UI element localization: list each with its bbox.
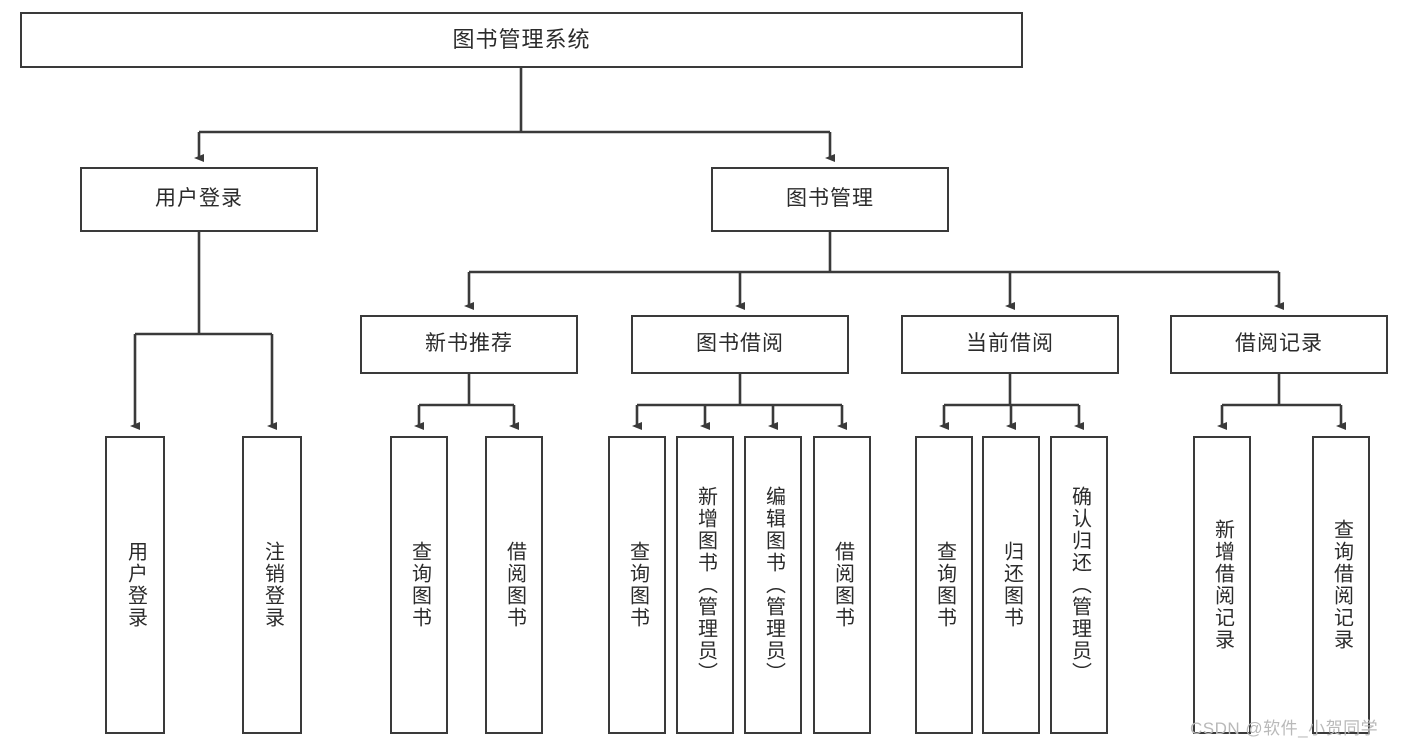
node-label: 编辑图书（管理员） bbox=[762, 486, 785, 684]
node-label: 查询借阅记录 bbox=[1330, 519, 1353, 651]
node-label: 图书管理 bbox=[786, 187, 874, 211]
node-label: 当前借阅 bbox=[966, 332, 1054, 356]
node-user-login[interactable]: 用户登录 bbox=[80, 167, 318, 232]
leaf-book-borrow-query[interactable]: 查询图书 bbox=[608, 436, 666, 734]
node-label: 查询图书 bbox=[626, 541, 649, 629]
node-label: 图书借阅 bbox=[696, 332, 784, 356]
leaf-borrow-record-query[interactable]: 查询借阅记录 bbox=[1312, 436, 1370, 734]
leaf-book-borrow-edit[interactable]: 编辑图书（管理员） bbox=[744, 436, 802, 734]
node-new-book-recommend[interactable]: 新书推荐 bbox=[360, 315, 578, 374]
node-label: 用户登录 bbox=[124, 541, 147, 629]
leaf-user-login-logout[interactable]: 注销登录 bbox=[242, 436, 302, 734]
leaf-borrow-record-add[interactable]: 新增借阅记录 bbox=[1193, 436, 1251, 734]
node-label: 查询图书 bbox=[408, 541, 431, 629]
node-label: 注销登录 bbox=[261, 541, 284, 629]
leaf-book-borrow-borrow[interactable]: 借阅图书 bbox=[813, 436, 871, 734]
node-label: 借阅图书 bbox=[831, 541, 854, 629]
node-label: 新增借阅记录 bbox=[1211, 519, 1234, 651]
node-borrow-record[interactable]: 借阅记录 bbox=[1170, 315, 1388, 374]
leaf-new-book-query[interactable]: 查询图书 bbox=[390, 436, 448, 734]
node-label: 借阅记录 bbox=[1235, 332, 1323, 356]
leaf-current-borrow-confirm-return[interactable]: 确认归还（管理员） bbox=[1050, 436, 1108, 734]
node-book-borrow[interactable]: 图书借阅 bbox=[631, 315, 849, 374]
node-label: 新增图书（管理员） bbox=[694, 486, 717, 684]
node-root-system[interactable]: 图书管理系统 bbox=[20, 12, 1023, 68]
watermark: CSDN @软件_小贺同学 bbox=[1190, 719, 1379, 738]
node-label: 归还图书 bbox=[1000, 541, 1023, 629]
node-label: 借阅图书 bbox=[503, 541, 526, 629]
node-current-borrow[interactable]: 当前借阅 bbox=[901, 315, 1119, 374]
node-label: 查询图书 bbox=[933, 541, 956, 629]
leaf-current-borrow-return[interactable]: 归还图书 bbox=[982, 436, 1040, 734]
leaf-new-book-borrow[interactable]: 借阅图书 bbox=[485, 436, 543, 734]
node-label: 新书推荐 bbox=[425, 332, 513, 356]
node-label: 图书管理系统 bbox=[452, 27, 591, 53]
leaf-user-login-login[interactable]: 用户登录 bbox=[105, 436, 165, 734]
node-label: 确认归还（管理员） bbox=[1068, 486, 1091, 684]
leaf-book-borrow-add[interactable]: 新增图书（管理员） bbox=[676, 436, 734, 734]
node-label: 用户登录 bbox=[155, 187, 243, 211]
node-book-management[interactable]: 图书管理 bbox=[711, 167, 949, 232]
leaf-current-borrow-query[interactable]: 查询图书 bbox=[915, 436, 973, 734]
